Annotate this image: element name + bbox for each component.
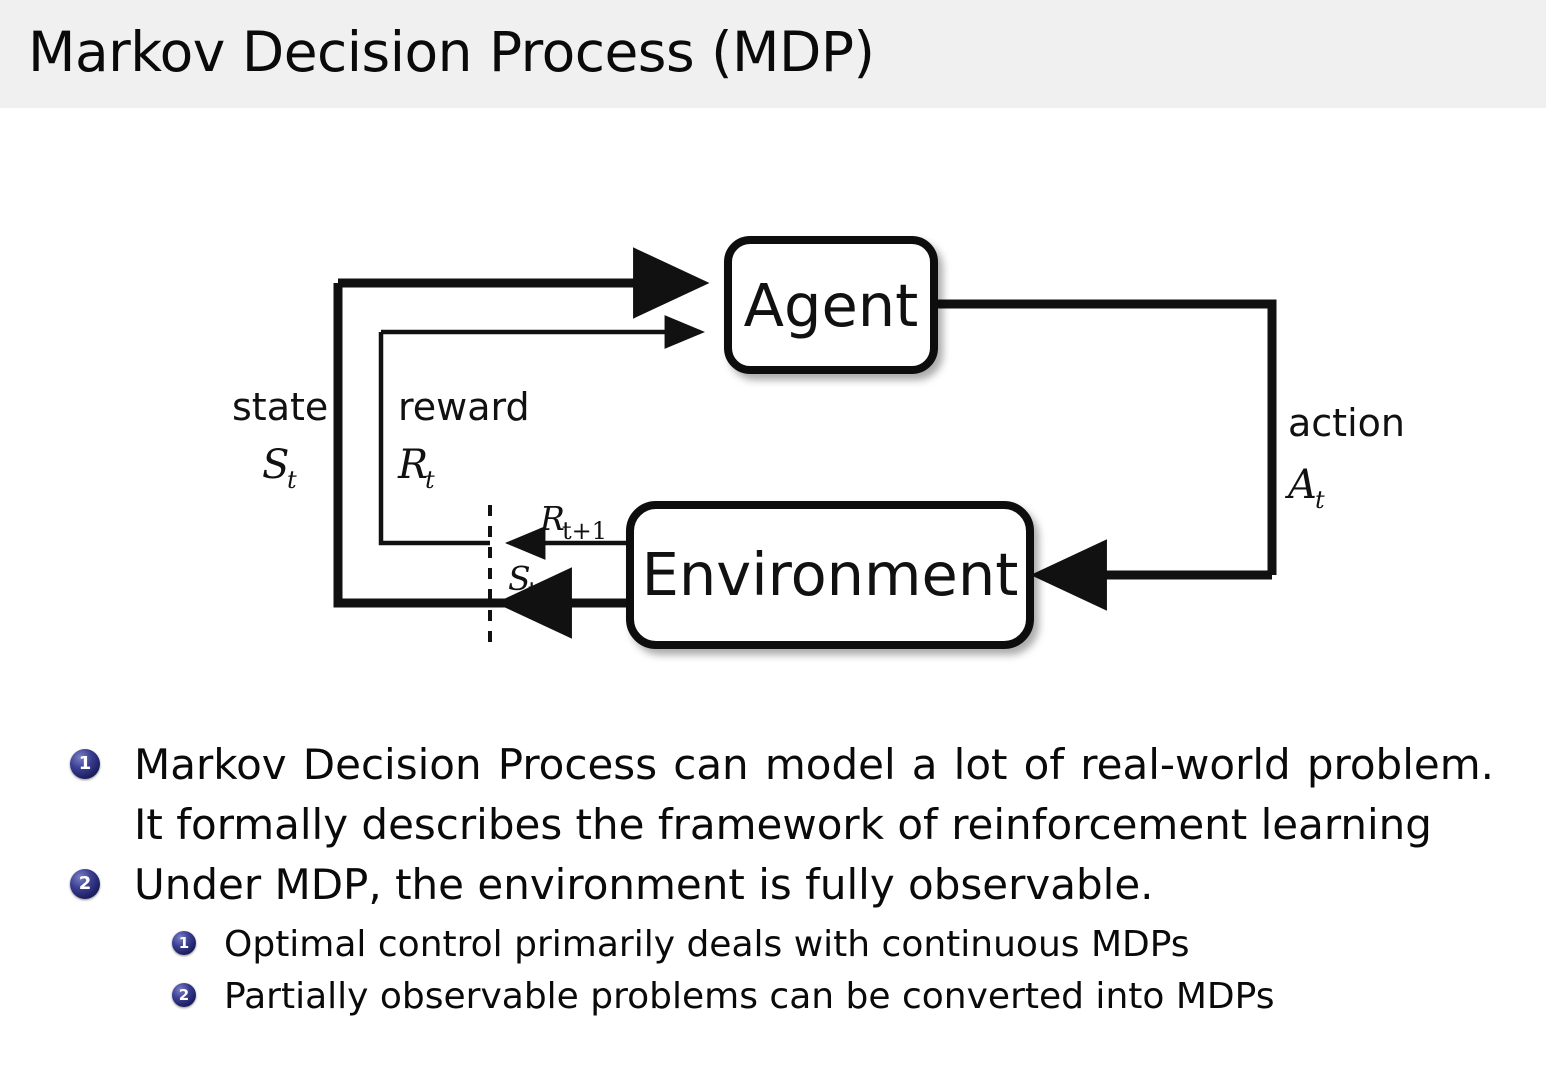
bullet-list: 1 Markov Decision Process can model a lo… [0,735,1546,1023]
reward-symbol: R [397,442,428,488]
action-label-group: action A t [1284,401,1405,514]
bullet-number-badge: 2 [70,869,100,899]
next-reward-label-group: R t+1 [539,499,607,545]
environment-box: Environment [626,501,1034,649]
next-state-subscript: t+1 [528,577,573,605]
state-word-label: state [232,385,328,429]
state-label-group: state S t [232,385,328,494]
sub-bullet-text: Partially observable problems can be con… [224,976,1275,1017]
agent-box-label: Agent [744,271,919,340]
sub-bullet-text: Optimal control primarily deals with con… [224,924,1190,965]
sub-bullet-number-badge: 2 [172,983,196,1007]
state-symbol: S [262,442,289,488]
list-item: 1 Markov Decision Process can model a lo… [0,735,1546,855]
mdp-diagram: Agent Environment state S t reward R t a… [0,108,1546,708]
next-state-label-group: S t+1 [508,559,573,605]
slide-header-bar: Markov Decision Process (MDP) [0,0,1546,108]
sub-bullet-number-badge: 1 [172,931,196,955]
bullet-text: Markov Decision Process can model a lot … [134,740,1494,849]
bullet-text: Under MDP, the environment is fully obse… [134,860,1154,909]
reward-symbol-subscript: t [425,466,435,494]
list-item: 2 Under MDP, the environment is fully ob… [0,855,1546,915]
page-title: Markov Decision Process (MDP) [28,20,875,84]
action-symbol: A [1284,462,1317,508]
list-item: 1 Optimal control primarily deals with c… [0,919,1546,971]
next-reward-symbol: R [539,499,565,538]
bullet-number-badge: 1 [70,749,100,779]
next-state-symbol: S [508,559,531,598]
action-word-label: action [1288,401,1405,445]
next-reward-subscript: t+1 [562,517,607,545]
reward-word-label: reward [398,385,530,429]
reward-feedback-path [378,315,706,560]
action-path [932,299,1277,611]
environment-box-label: Environment [642,540,1019,609]
action-symbol-subscript: t [1315,486,1325,514]
sub-bullet-list: 1 Optimal control primarily deals with c… [0,919,1546,1023]
list-item: 2 Partially observable problems can be c… [0,971,1546,1023]
state-feedback-path [333,247,710,639]
reward-label-group: reward R t [397,385,530,494]
state-symbol-subscript: t [287,466,297,494]
agent-box: Agent [724,236,938,374]
